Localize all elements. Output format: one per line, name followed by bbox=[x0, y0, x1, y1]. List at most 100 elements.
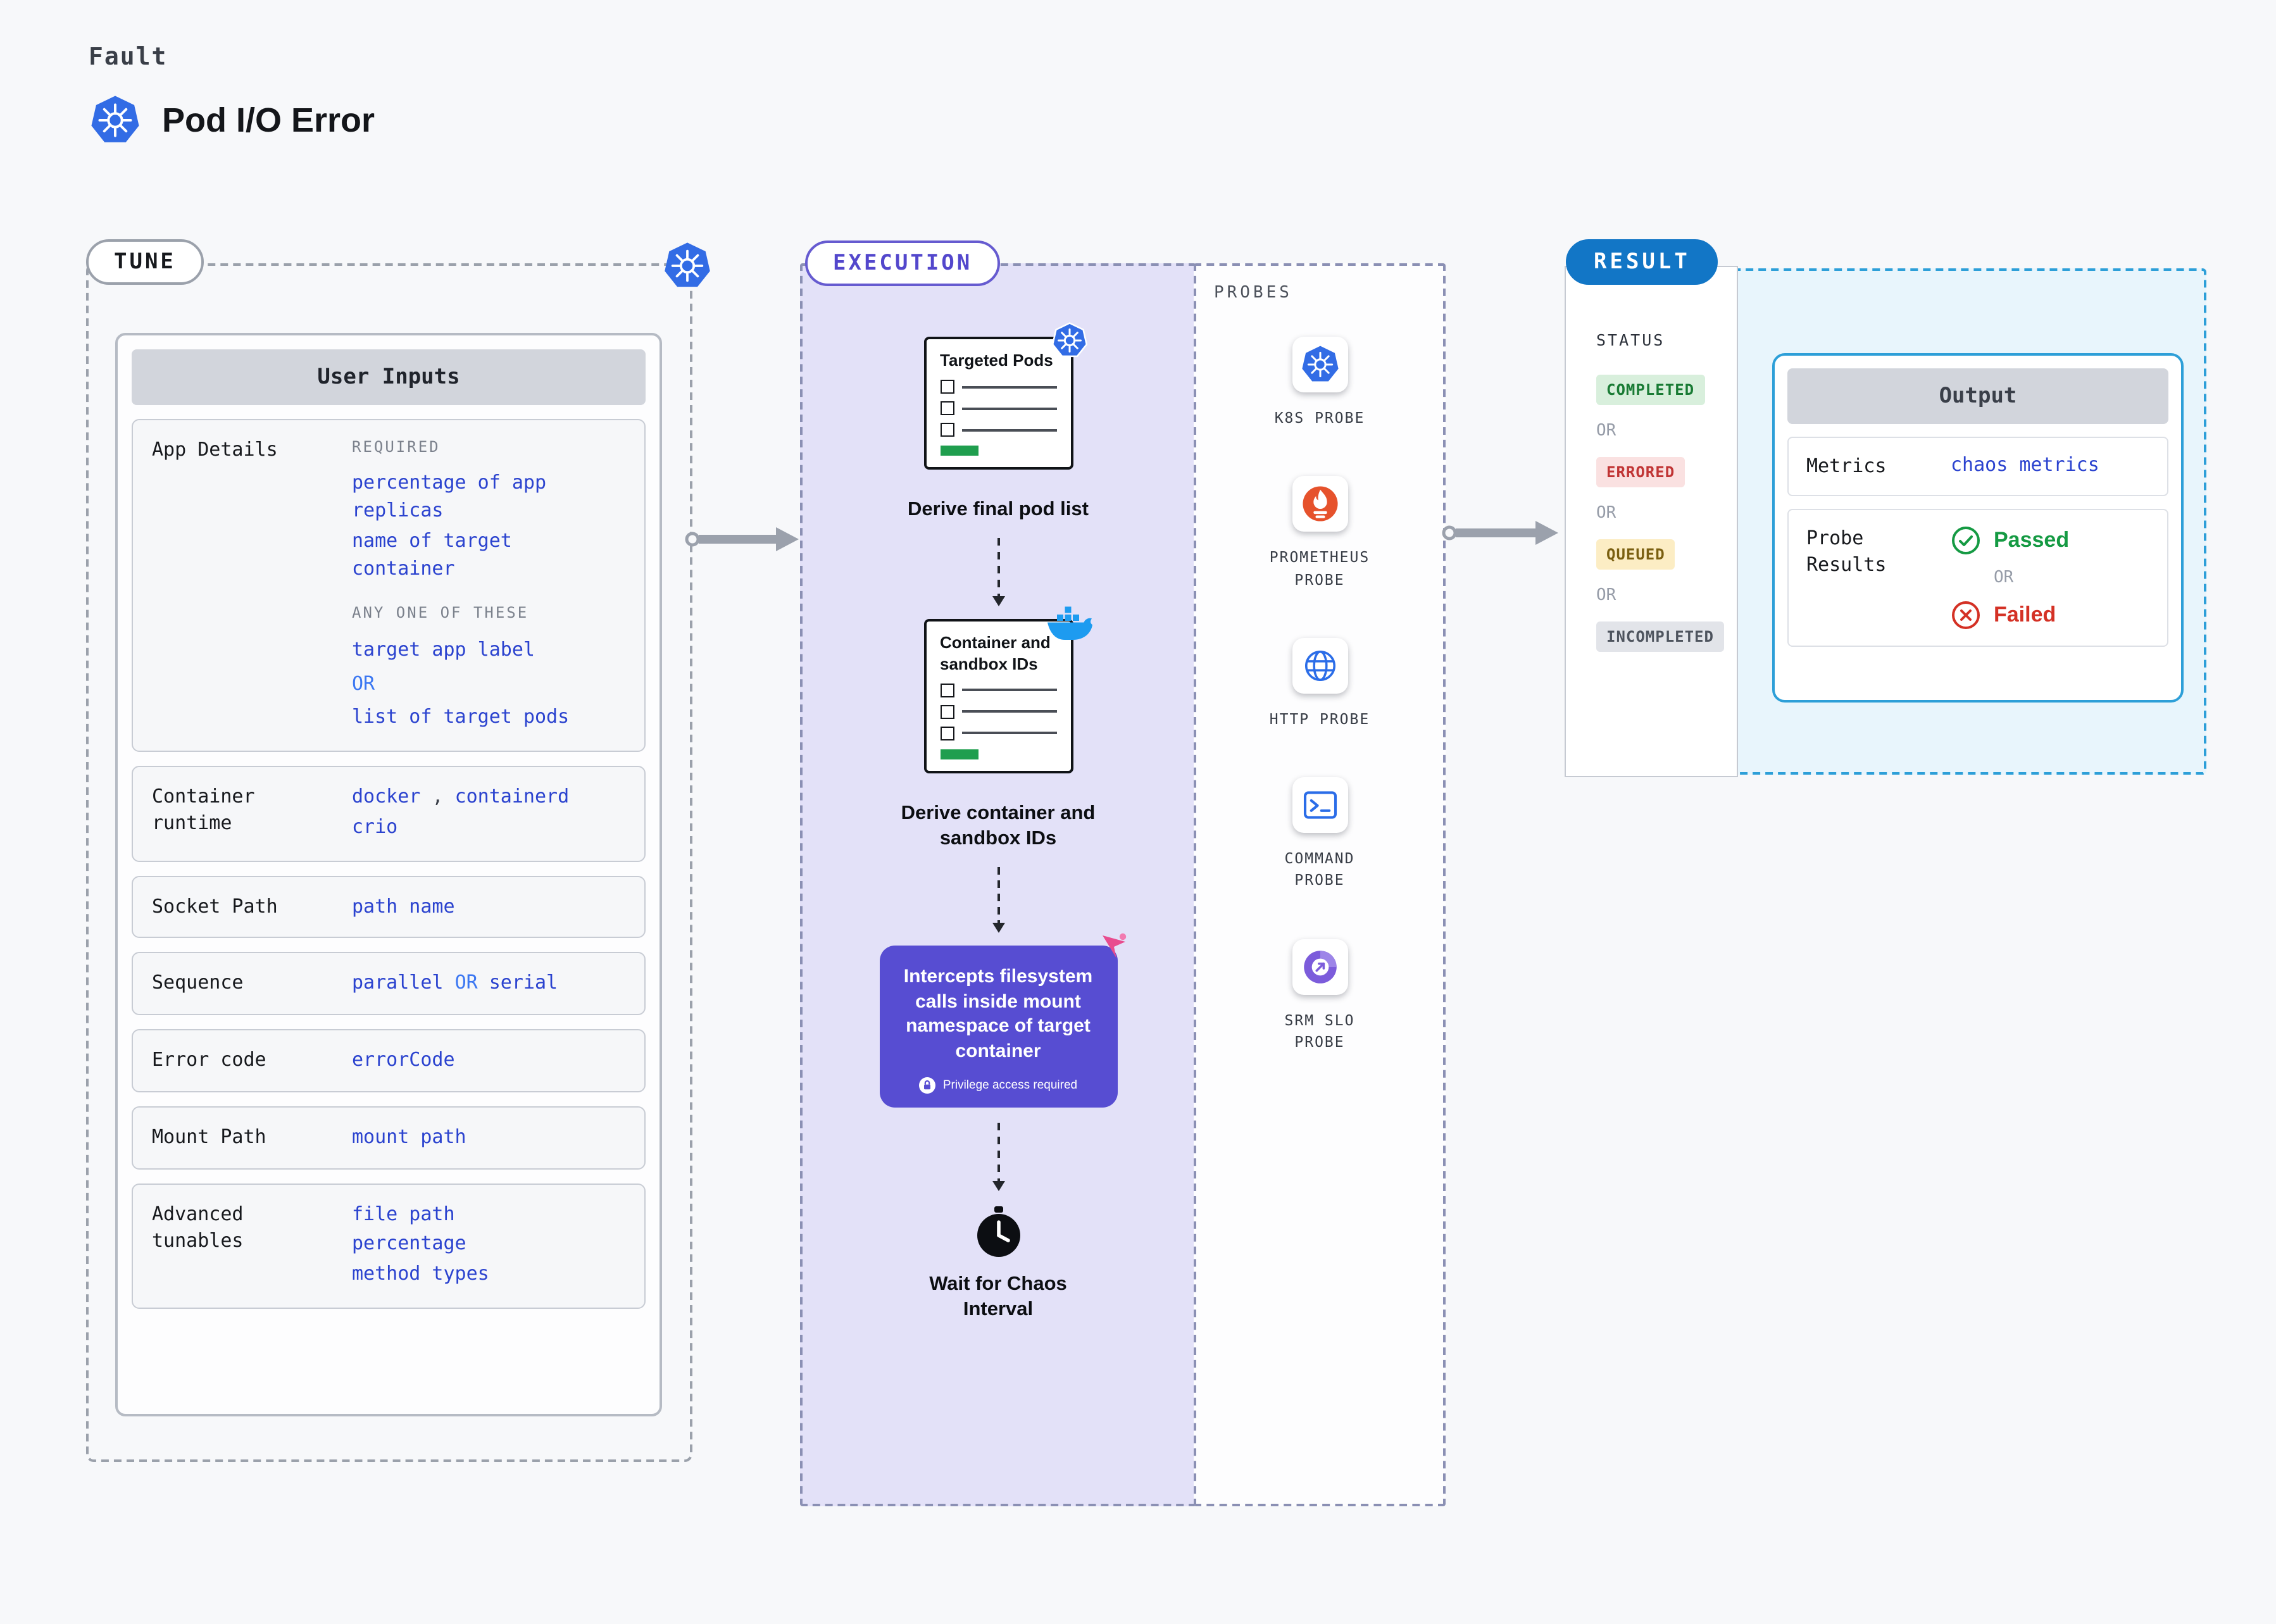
failed-label: Failed bbox=[1994, 603, 2056, 627]
status-heading: STATUS bbox=[1596, 330, 1665, 349]
container-runtime-row: Container runtime docker , containerd cr… bbox=[132, 766, 646, 862]
fault-eyebrow: Fault bbox=[89, 43, 168, 71]
kubernetes-icon bbox=[91, 96, 139, 142]
step-caption: Wait for Chaos Interval bbox=[929, 1273, 1067, 1321]
tune-pill: TUNE bbox=[86, 239, 204, 285]
metrics-value: chaos metrics bbox=[1951, 453, 2099, 476]
any-one-heading: ANY ONE OF THESE bbox=[352, 604, 529, 622]
result-pill: RESULT bbox=[1566, 239, 1718, 285]
probe-label: SRM SLO PROBE bbox=[1284, 1011, 1355, 1051]
status-badge-completed: COMPLETED bbox=[1596, 375, 1705, 405]
status-badge-incompleted: INCOMPLETED bbox=[1596, 621, 1724, 652]
kubernetes-icon bbox=[665, 242, 710, 287]
command-terminal-icon bbox=[1292, 777, 1347, 833]
or-separator: OR bbox=[1596, 504, 1616, 523]
error-code-row: Error code errorCode bbox=[132, 1029, 646, 1092]
srm-slo-icon bbox=[1292, 939, 1347, 994]
green-bar bbox=[940, 749, 978, 759]
targeted-pods-doc: Targeted Pods bbox=[923, 322, 1087, 470]
arrow-execution-to-result bbox=[1442, 521, 1558, 545]
lock-icon bbox=[918, 1077, 935, 1094]
socket-path-value: path name bbox=[352, 894, 455, 918]
metrics-row: Metrics chaos metrics bbox=[1787, 437, 2168, 496]
probe-label: K8S PROBE bbox=[1274, 409, 1365, 427]
doc-title: Container and sandbox IDs bbox=[940, 633, 1051, 673]
separator: , bbox=[432, 785, 444, 808]
sequence-value: serial bbox=[489, 971, 558, 994]
kubernetes-icon bbox=[1051, 322, 1087, 358]
privilege-note: Privilege access required bbox=[942, 1078, 1078, 1093]
tunable-value: file path bbox=[352, 1202, 455, 1225]
tunable-value: method types bbox=[352, 1262, 489, 1285]
or-separator: OR bbox=[1994, 568, 2014, 587]
user-inputs-title: User Inputs bbox=[132, 349, 646, 405]
probe-label: PROMETHEUS PROBE bbox=[1269, 548, 1370, 589]
k8s-icon bbox=[1292, 337, 1347, 392]
option-a-value: target app label bbox=[352, 637, 535, 661]
user-inputs-panel: User Inputs App Details REQUIRED percent… bbox=[115, 333, 662, 1416]
app-details-row: App Details REQUIRED percentage of app r… bbox=[132, 419, 646, 753]
advanced-tunables-row: Advanced tunables file path percentage m… bbox=[132, 1183, 646, 1309]
advanced-tunables-label: Advanced tunables bbox=[152, 1202, 244, 1252]
intercept-callout: Intercepts filesystem calls inside mount… bbox=[879, 934, 1126, 1108]
probe-item: K8S PROBE bbox=[1275, 337, 1365, 430]
probe-results-row: Probe Results Passed OR bbox=[1787, 509, 2168, 647]
mount-path-row: Mount Path mount path bbox=[132, 1106, 646, 1170]
page-header: Pod I/O Error bbox=[89, 94, 375, 147]
socket-path-label: Socket Path bbox=[152, 894, 278, 918]
container-runtime-label: Container runtime bbox=[152, 785, 255, 835]
probe-item: SRM SLO PROBE bbox=[1268, 939, 1372, 1053]
prometheus-icon bbox=[1292, 476, 1347, 532]
probe-results-label: Probe Results bbox=[1806, 527, 1887, 576]
or-separator: OR bbox=[1596, 422, 1616, 440]
container-ids-doc: Container and sandbox IDs bbox=[923, 607, 1092, 773]
runtime-value: crio bbox=[352, 815, 398, 838]
mount-path-label: Mount Path bbox=[152, 1125, 266, 1148]
mount-path-value: mount path bbox=[352, 1125, 466, 1148]
probe-item: COMMAND PROBE bbox=[1268, 777, 1372, 892]
flow-connector bbox=[992, 1123, 1004, 1192]
checkbox-icon bbox=[940, 401, 954, 416]
http-globe-icon bbox=[1292, 637, 1347, 694]
checkbox-icon bbox=[940, 423, 954, 437]
metrics-label: Metrics bbox=[1806, 454, 1887, 477]
checkbox-icon bbox=[940, 726, 954, 740]
status-badge-queued: QUEUED bbox=[1596, 539, 1675, 570]
step-caption: Derive container and sandbox IDs bbox=[901, 802, 1096, 850]
probes-section: PROBES K8S PROBE bbox=[1194, 263, 1446, 1506]
probe-label: HTTP PROBE bbox=[1269, 709, 1370, 728]
tunable-value: percentage bbox=[352, 1232, 466, 1255]
checkbox-icon bbox=[940, 683, 954, 697]
passed-label: Passed bbox=[1994, 528, 2070, 552]
or-separator: OR bbox=[352, 671, 375, 695]
checkbox-icon bbox=[940, 380, 954, 394]
required-value: name of target container bbox=[352, 528, 512, 580]
step-caption: Derive final pod list bbox=[908, 499, 1089, 521]
probe-label: COMMAND PROBE bbox=[1284, 849, 1355, 889]
option-b-value: list of target pods bbox=[352, 705, 570, 728]
socket-path-row: Socket Path path name bbox=[132, 875, 646, 939]
output-panel: Output Metrics chaos metrics Probe Resul… bbox=[1772, 353, 2184, 703]
result-section: RESULT STATUS COMPLETED OR ERRORED OR QU… bbox=[1565, 239, 2206, 777]
required-heading: REQUIRED bbox=[352, 438, 441, 456]
flow-connector bbox=[992, 538, 1004, 607]
pink-flag-icon bbox=[1102, 934, 1126, 959]
docker-icon bbox=[1047, 607, 1092, 640]
green-bar bbox=[940, 446, 978, 456]
error-code-value: errorCode bbox=[352, 1048, 455, 1071]
or-separator: OR bbox=[454, 971, 478, 994]
required-value: percentage of app replicas bbox=[352, 471, 547, 522]
runtime-value: docker bbox=[352, 785, 421, 808]
runtime-value: containerd bbox=[454, 785, 570, 808]
flow-connector bbox=[992, 867, 1004, 934]
tune-section: TUNE User Inputs App Details REQUIRED pe… bbox=[86, 239, 710, 1462]
error-code-label: Error code bbox=[152, 1048, 266, 1071]
callout-text: Intercepts filesystem calls inside mount… bbox=[903, 966, 1093, 1062]
probe-item: PROMETHEUS PROBE bbox=[1268, 476, 1372, 591]
page-title: Pod I/O Error bbox=[162, 101, 375, 139]
output-title: Output bbox=[1787, 368, 2168, 424]
arrow-tune-to-execution bbox=[685, 527, 799, 551]
sequence-label: Sequence bbox=[152, 971, 244, 994]
sequence-value: parallel bbox=[352, 971, 444, 994]
